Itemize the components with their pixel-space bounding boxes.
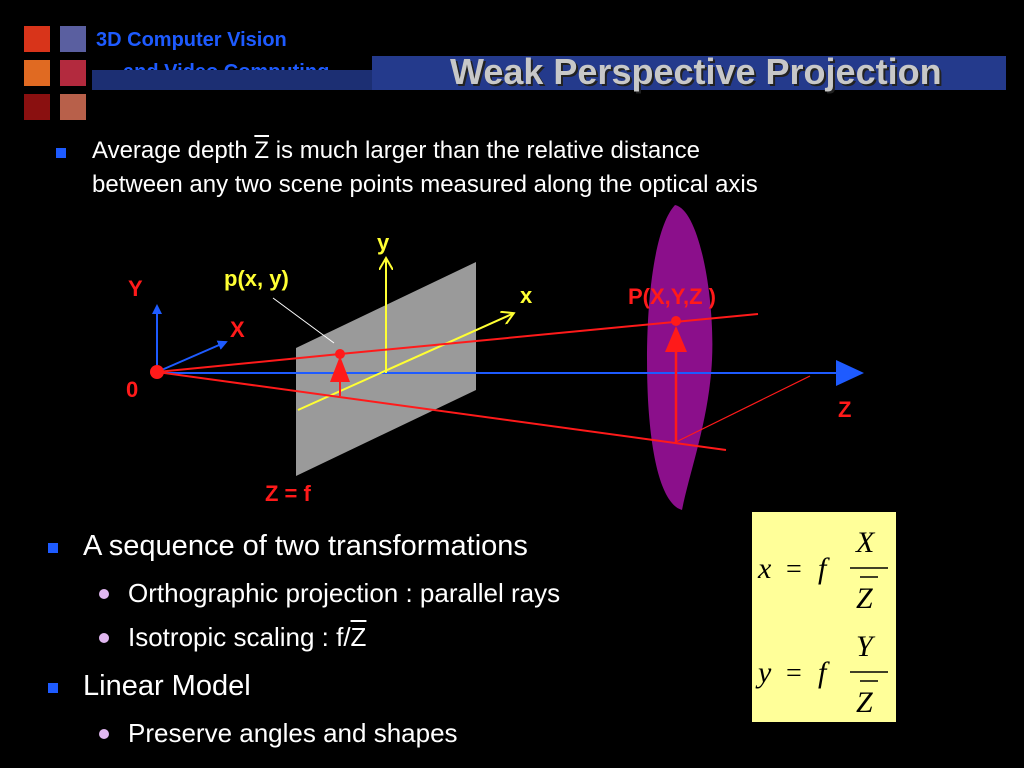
- origin-point: [150, 365, 164, 379]
- object-base-ray: [675, 375, 811, 443]
- logo-square: [60, 94, 86, 120]
- formula-x-denominator: Z: [856, 582, 873, 615]
- logo-square: [60, 60, 86, 86]
- projection-ray: [156, 353, 341, 373]
- image-point-arrowhead: [330, 356, 350, 382]
- course-title-line1: 3D Computer Vision: [96, 29, 287, 51]
- bullet-marker: [48, 683, 58, 693]
- sub-bullet-text: Isotropic scaling : f/Z: [128, 622, 367, 652]
- bullet-marker: [56, 148, 66, 158]
- sub-bullet-text: Orthographic projection : parallel rays: [128, 578, 561, 608]
- formula-y-lhs: y: [755, 656, 772, 689]
- scene-object: [647, 205, 713, 510]
- formula-y-numerator: Y: [856, 630, 876, 663]
- z-bar-symbol: Z: [350, 622, 367, 652]
- label-image-x: x: [520, 283, 533, 308]
- z-bar-symbol: Z: [254, 137, 270, 164]
- bullet-text: Linear Model: [83, 670, 251, 702]
- title-bar: [92, 56, 1006, 90]
- sub-bullet-marker: [99, 633, 109, 643]
- label-leader-line: [272, 297, 335, 344]
- sub-bullet-marker: [99, 589, 109, 599]
- formula-f: f: [818, 656, 830, 689]
- world-point: [671, 316, 681, 326]
- label-image-y: y: [377, 230, 390, 255]
- formula-x-numerator: X: [855, 526, 876, 559]
- label-image-plane: Z = f: [265, 481, 312, 506]
- label-origin: 0: [126, 377, 138, 402]
- label-z-axis: Z: [838, 397, 851, 422]
- formula-box: x = f X Z y = f Y Z: [752, 512, 896, 722]
- logo-square: [24, 60, 50, 86]
- label-world-point: P(X,Y,Z ): [628, 284, 716, 309]
- formula-f: f: [818, 552, 830, 585]
- image-x-axis: [297, 314, 512, 411]
- sub-bullet-marker: [99, 729, 109, 739]
- label-image-point: p(x, y): [224, 266, 289, 291]
- projection-ray: [339, 313, 759, 355]
- intro-text-line2: between any two scene points measured al…: [92, 171, 758, 198]
- projection-ray: [156, 371, 727, 451]
- image-point: [335, 349, 345, 359]
- bullet-text: A sequence of two transformations: [83, 530, 528, 562]
- formula-equations: x = f X Z y = f Y Z: [755, 526, 888, 719]
- logo-square: [24, 26, 50, 52]
- label-world-x: X: [230, 317, 245, 342]
- formula-equals: =: [786, 658, 802, 689]
- sub-bullet-text: Preserve angles and shapes: [128, 718, 458, 748]
- label-world-y: Y: [128, 276, 143, 301]
- z-axis-arrowhead: [836, 360, 864, 386]
- formula-equals: =: [786, 554, 802, 585]
- logo-square: [24, 94, 50, 120]
- logo-square: [60, 26, 86, 52]
- intro-text-line1: Average depth Z is much larger than the …: [92, 137, 700, 164]
- formula-y-denominator: Z: [856, 686, 873, 719]
- world-x-axis: [156, 340, 228, 373]
- bullet-marker: [48, 543, 58, 553]
- formula-x-lhs: x: [757, 552, 772, 585]
- world-point-arrowhead: [665, 326, 687, 352]
- page-title: Weak Perspective Projection: [450, 51, 942, 92]
